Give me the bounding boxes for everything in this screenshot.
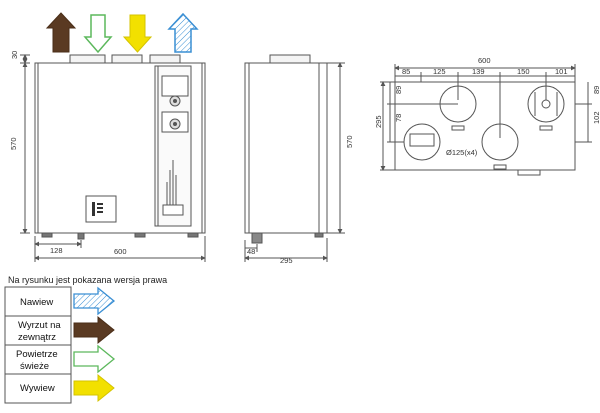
dim-height-label: 570 <box>9 137 18 150</box>
top-seg-1: 85 <box>402 67 410 76</box>
side-view <box>244 54 345 262</box>
front-view <box>20 54 206 262</box>
legend-label-exhaust-2: zewnątrz <box>18 332 56 343</box>
airflow-arrows <box>45 12 199 54</box>
fresh-air-down-arrow-icon <box>83 14 113 54</box>
top-seg-5: 101 <box>555 67 568 76</box>
exhaust-up-arrow-icon <box>45 12 77 53</box>
version-note: Na rysunku jest pokazana wersja prawa <box>8 275 167 285</box>
legend-label-extract: Wywiew <box>20 383 55 394</box>
side-depth-label: 295 <box>280 256 293 265</box>
side-height-label: 570 <box>345 135 354 148</box>
legend-label-fresh-2: świeże <box>20 361 49 372</box>
legend-label-exhaust-1: Wyrzut na <box>18 320 61 331</box>
top-seg-3: 139 <box>472 67 485 76</box>
brown-arrow-icon <box>73 315 115 345</box>
top-seg-2: 125 <box>433 67 446 76</box>
green-outline-arrow-icon <box>73 344 116 374</box>
yellow-arrow-icon <box>73 373 115 403</box>
dim-top-label: 30 <box>10 51 19 59</box>
legend: Nawiew Wyrzut na zewnątrz Powietrze świe… <box>4 286 116 404</box>
top-total-label: 600 <box>478 56 491 65</box>
supply-down-arrow-icon <box>122 14 153 53</box>
top-left-78: 78 <box>394 114 403 122</box>
top-right-102: 102 <box>592 111 600 124</box>
dim-width-label: 600 <box>114 247 127 256</box>
dim-offset-label: 128 <box>50 246 63 255</box>
extract-up-arrow-icon <box>167 12 199 53</box>
top-depth-label: 295 <box>374 115 383 128</box>
top-left-89: 89 <box>394 86 403 94</box>
top-right-89: 89 <box>592 86 600 94</box>
blue-outline-arrow-icon <box>73 286 116 316</box>
top-seg-4: 150 <box>517 67 530 76</box>
side-offset-label: 48 <box>247 247 255 256</box>
top-view <box>380 64 592 176</box>
legend-label-fresh-1: Powietrze <box>16 349 58 360</box>
diameter-label: Ø125(x4) <box>446 148 478 157</box>
legend-label-supply: Nawiew <box>20 297 53 308</box>
